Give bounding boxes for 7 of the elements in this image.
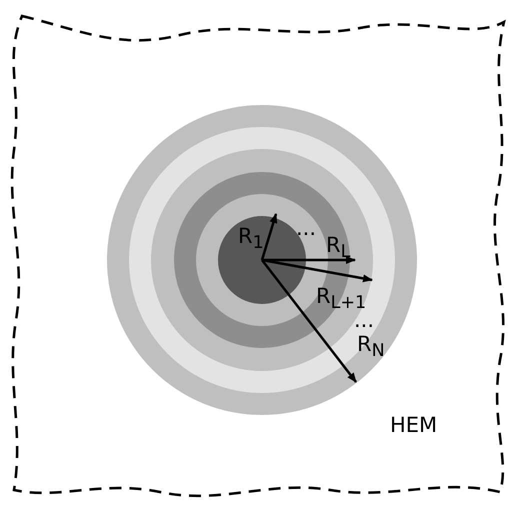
radius-label: R$_{L}$ [326,235,350,262]
radius-label: R$_{N}$ [357,334,385,361]
radius-label: R$_{L+1}$ [316,286,366,313]
region-label: HEM [390,415,438,436]
ellipsis: ... [354,310,374,331]
ellipsis: ... [296,218,316,239]
radius-label: R$_{1}$ [238,226,264,253]
